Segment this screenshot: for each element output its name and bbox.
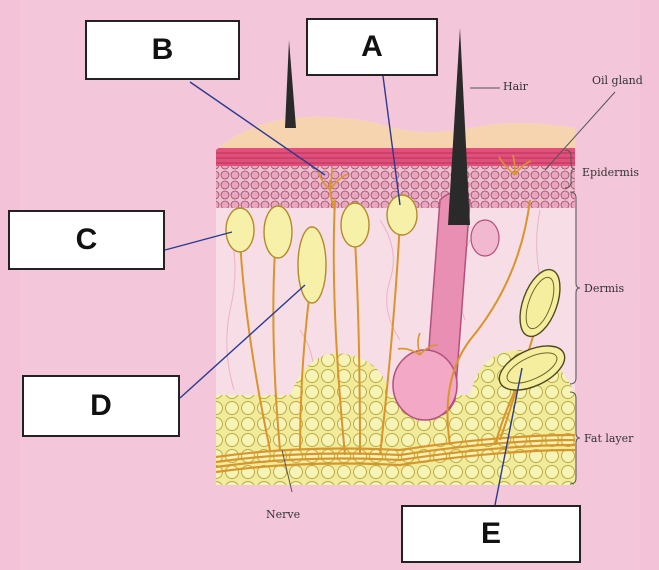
pointer-lines: [164, 75, 523, 506]
annotation-fat-layer: Fat layer: [584, 432, 634, 445]
hair-shaft-left: [285, 40, 296, 128]
hair-shaft-right: [448, 28, 470, 225]
oil-gland: [470, 219, 500, 257]
annotation-epidermis: Epidermis: [582, 166, 639, 179]
pressure-receptors: [498, 268, 566, 391]
fat-layer: [216, 395, 575, 486]
pressure-receptor-rings: [506, 276, 558, 384]
annotation-oil-gland: Oil gland: [592, 74, 643, 87]
nerve-bundle: [216, 433, 575, 474]
label-box-c[interactable]: C: [8, 210, 165, 270]
free-nerve-endings: [317, 154, 532, 356]
annotation-hair: Hair: [503, 80, 528, 93]
label-box-d[interactable]: D: [22, 375, 180, 437]
annotation-leaders: [281, 87, 616, 493]
touch-receptors: [225, 194, 418, 304]
layer-brackets: [564, 149, 581, 485]
label-box-a[interactable]: A: [306, 18, 438, 76]
fat-lobule-1: [290, 353, 390, 405]
annotation-dermis: Dermis: [584, 282, 625, 295]
annotation-nerve: Nerve: [266, 508, 301, 521]
label-box-e[interactable]: E: [401, 505, 581, 563]
label-box-b[interactable]: B: [85, 20, 240, 80]
